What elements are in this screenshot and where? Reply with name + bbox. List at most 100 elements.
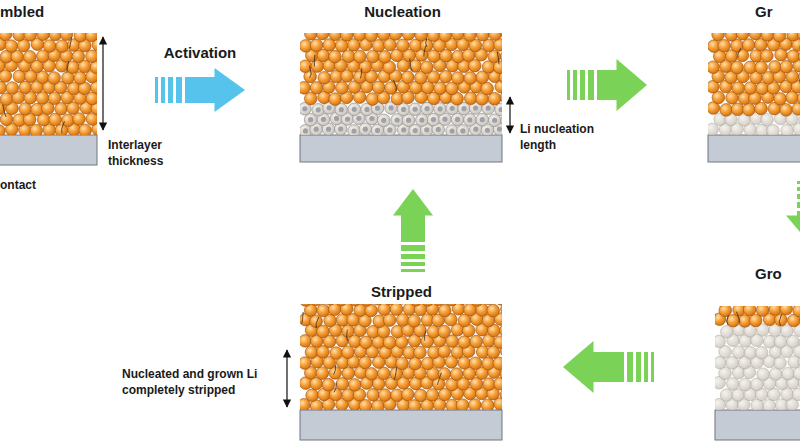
crack-line <box>67 61 69 73</box>
lithium-nucleus-core <box>442 117 447 122</box>
particle-layer <box>708 33 800 135</box>
carbon-particle <box>316 367 329 380</box>
carbon-particle <box>427 33 440 42</box>
carbon-particle <box>36 92 49 105</box>
lithium-particle <box>774 357 787 370</box>
carbon-particle <box>464 33 477 41</box>
carbon-particle <box>0 113 13 126</box>
carbon-particle <box>410 304 423 306</box>
panel-node: mbled <box>0 0 100 170</box>
carbon-particle <box>774 93 787 106</box>
lithium-nucleus-core <box>375 128 380 133</box>
dimension-arrow <box>509 97 510 133</box>
carbon-particle <box>310 39 323 52</box>
carbon-particle <box>0 93 13 106</box>
current-collector <box>708 135 800 162</box>
carbon-particle <box>744 61 757 74</box>
arrow-stripe <box>797 181 800 184</box>
crack-line <box>314 55 315 67</box>
carbon-particle <box>329 93 342 106</box>
carbon-particle <box>471 304 484 306</box>
carbon-particle <box>378 33 391 40</box>
arrow-stripe <box>644 352 648 382</box>
lithium-nucleus-core <box>473 127 478 132</box>
crack-line <box>334 365 336 375</box>
panel-heading: mbled <box>0 3 44 20</box>
carbon-particle <box>452 33 465 40</box>
carbon-particle <box>402 33 415 40</box>
lithium-nucleus-core <box>450 106 455 111</box>
carbon-particle <box>329 33 342 41</box>
carbon-particle <box>414 389 427 402</box>
carbon-particle <box>73 113 86 126</box>
crack-line <box>310 66 312 78</box>
lithium-nucleus-core <box>303 128 308 133</box>
lithium-nucleus-core <box>406 118 411 123</box>
arrow-stripe <box>176 77 182 103</box>
lithium-nucleus-core <box>455 117 460 122</box>
block-arrow <box>567 59 647 111</box>
lithium-nucleus <box>348 125 361 135</box>
crack-line <box>738 48 741 58</box>
lithium-nucleus <box>488 114 501 127</box>
panel-heading: Nucleation <box>300 3 505 20</box>
particle-layer <box>300 304 502 410</box>
carbon-particle <box>720 104 733 117</box>
carbon-particle <box>372 39 385 52</box>
lithium-nucleus-core <box>436 127 441 132</box>
lithium-nucleus-core <box>314 127 319 132</box>
carbon-particle <box>24 51 37 64</box>
carbon-particle <box>457 304 470 305</box>
lithium-nucleus-core <box>480 117 485 122</box>
carbon-particle <box>0 81 7 94</box>
lithium-nucleus-core <box>308 117 313 122</box>
carbon-particle <box>402 388 415 401</box>
carbon-particle <box>367 389 380 402</box>
lithium-nucleus-core <box>449 128 454 133</box>
carbon-particle <box>769 61 782 74</box>
lithium-particle <box>721 326 734 339</box>
lithium-nucleus <box>451 113 464 126</box>
lithium-nucleus <box>457 125 470 135</box>
arrow-stripe <box>651 352 654 382</box>
lithium-nucleus-core <box>326 127 331 132</box>
carbon-particle <box>439 70 452 83</box>
carbon-particle <box>422 304 435 306</box>
carbon-particle <box>317 304 330 317</box>
carbon-particle <box>0 125 5 135</box>
panel-node: Stripped <box>298 280 505 442</box>
lithium-nucleus-core <box>381 118 386 123</box>
carbon-particle <box>708 61 719 74</box>
carbon-particle <box>408 315 421 328</box>
lithium-nucleus-core <box>424 127 429 132</box>
arrow-stripe <box>168 77 173 103</box>
carbon-particle <box>379 389 392 402</box>
edge-label: Activation <box>162 44 239 61</box>
carbon-particle <box>342 346 355 359</box>
lithium-nucleus <box>312 104 325 117</box>
current-collector <box>715 410 800 440</box>
arrow-shaft <box>593 352 624 382</box>
lithium-particle <box>755 346 768 359</box>
lithium-particle <box>757 368 770 381</box>
crack-line <box>497 52 499 65</box>
carbon-particle <box>86 50 97 63</box>
carbon-particle <box>74 33 87 42</box>
lithium-nucleus-core <box>492 118 497 123</box>
lithium-nucleus-core <box>326 105 331 110</box>
arrow-head <box>617 59 648 111</box>
crack-line <box>715 314 716 324</box>
arrow-stripe <box>573 70 577 100</box>
arrow-stripe <box>627 352 633 382</box>
carbon-particle <box>5 40 18 53</box>
carbon-particle <box>792 103 800 116</box>
carbon-particle <box>305 346 318 359</box>
arrow-stripe <box>401 262 425 266</box>
crack-line <box>410 58 413 71</box>
carbon-particle <box>48 72 61 85</box>
arrow-stripe <box>401 245 425 251</box>
carbon-particle <box>6 82 19 95</box>
lithium-nucleus-core <box>321 117 326 122</box>
crack-line <box>727 315 729 325</box>
